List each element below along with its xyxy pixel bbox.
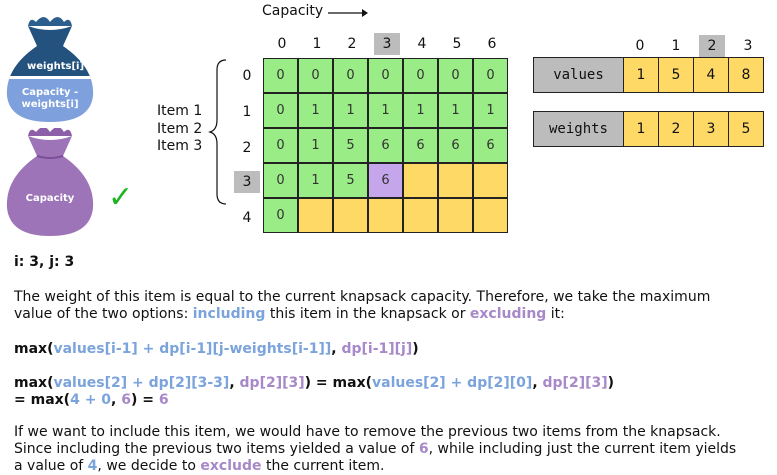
values-cell: 1 bbox=[623, 57, 659, 93]
dp-cell: 1 bbox=[473, 93, 508, 128]
col-header-4: 4 bbox=[417, 36, 427, 52]
col-header-1: 1 bbox=[312, 36, 322, 52]
paragraph-1-line-1: The weight of this item is equal to the … bbox=[14, 289, 711, 305]
weights-label: weights bbox=[533, 111, 624, 147]
values-cell: 4 bbox=[693, 57, 729, 93]
item-label-1: Item 1 bbox=[157, 103, 203, 119]
dp-cell: 0 bbox=[263, 163, 298, 198]
dp-cell: 1 bbox=[298, 93, 333, 128]
capacity-bag-illustration bbox=[6, 128, 94, 236]
dp-cell: 0 bbox=[263, 93, 298, 128]
dp-cell bbox=[438, 198, 473, 233]
dp-cell: 0 bbox=[403, 58, 438, 93]
dp-cell-current: 6 bbox=[368, 163, 403, 198]
dp-cell bbox=[298, 198, 333, 233]
weights-cell: 1 bbox=[623, 111, 659, 147]
dp-cell: 0 bbox=[438, 58, 473, 93]
dp-cell: 0 bbox=[263, 58, 298, 93]
dp-cell: 1 bbox=[298, 163, 333, 198]
dp-cell: 0 bbox=[333, 58, 368, 93]
dp-cell: 1 bbox=[438, 93, 473, 128]
col-header-3-highlighted: 3 bbox=[374, 33, 400, 55]
dp-cell bbox=[438, 163, 473, 198]
capacity-title: Capacity bbox=[262, 3, 324, 19]
paragraph-2-line-2: Since including the previous two items y… bbox=[14, 441, 737, 457]
dp-cell: 0 bbox=[263, 198, 298, 233]
capacity-arrow-icon bbox=[328, 9, 368, 17]
items-brace bbox=[208, 59, 227, 205]
col-header-6: 6 bbox=[487, 36, 497, 52]
dp-cell: 5 bbox=[333, 163, 368, 198]
formula-result: = max(4 + 0, 6) = 6 bbox=[14, 392, 169, 408]
dp-cell: 1 bbox=[333, 93, 368, 128]
values-label: values bbox=[533, 57, 624, 93]
formula-general: max(values[i-1] + dp[i-1][j-weights[i-1]… bbox=[14, 341, 419, 357]
values-cell: 5 bbox=[658, 57, 694, 93]
dp-cell: 6 bbox=[368, 128, 403, 163]
dp-cell: 5 bbox=[333, 128, 368, 163]
dp-cell bbox=[333, 198, 368, 233]
formula-substituted: max(values[2] + dp[2][3-3], dp[2][3]) = … bbox=[14, 375, 615, 391]
dp-cell: 6 bbox=[473, 128, 508, 163]
paragraph-1-line-2: value of the two options: including this… bbox=[14, 306, 565, 322]
ij-label: i: 3, j: 3 bbox=[14, 254, 75, 270]
row-header-3-highlighted: 3 bbox=[234, 171, 260, 193]
row-header-0: 0 bbox=[242, 68, 252, 84]
item-label-3: Item 3 bbox=[157, 138, 203, 154]
weights-cell: 5 bbox=[728, 111, 764, 147]
dp-cell: 1 bbox=[298, 128, 333, 163]
check-icon: ✓ bbox=[108, 180, 134, 215]
weights-cell: 3 bbox=[693, 111, 729, 147]
dp-cell: 0 bbox=[298, 58, 333, 93]
dp-cell: 0 bbox=[368, 58, 403, 93]
bag-label-weights-2: weights[i] bbox=[21, 99, 79, 110]
dp-cell: 0 bbox=[473, 58, 508, 93]
array-index-2-highlighted: 2 bbox=[699, 35, 725, 57]
split-bag-illustration bbox=[6, 17, 94, 122]
dp-cell bbox=[403, 163, 438, 198]
item-label-2: Item 2 bbox=[157, 121, 203, 137]
col-header-0: 0 bbox=[277, 36, 287, 52]
dp-cell bbox=[473, 198, 508, 233]
row-header-2: 2 bbox=[242, 140, 252, 156]
row-header-1: 1 bbox=[242, 104, 252, 120]
bag-label-capacity-minus: Capacity - bbox=[21, 87, 79, 98]
paragraph-2-line-1: If we want to include this item, we woul… bbox=[14, 424, 721, 440]
dp-cell: 6 bbox=[438, 128, 473, 163]
dp-cell: 1 bbox=[368, 93, 403, 128]
dp-cell: 0 bbox=[263, 128, 298, 163]
values-cell: 8 bbox=[728, 57, 764, 93]
dp-cell bbox=[473, 163, 508, 198]
col-header-5: 5 bbox=[452, 36, 462, 52]
row-header-4: 4 bbox=[242, 210, 252, 226]
array-index-0: 0 bbox=[635, 38, 645, 54]
col-header-2: 2 bbox=[347, 36, 357, 52]
bag-label-weights: weights[i] bbox=[27, 61, 85, 72]
dp-cell bbox=[403, 198, 438, 233]
dp-cell: 6 bbox=[403, 128, 438, 163]
paragraph-2-line-3: a value of 4, we decide to exclude the c… bbox=[14, 458, 385, 474]
dp-cell bbox=[368, 198, 403, 233]
array-index-1: 1 bbox=[671, 38, 681, 54]
weights-cell: 2 bbox=[658, 111, 694, 147]
array-index-3: 3 bbox=[743, 38, 753, 54]
dp-cell: 1 bbox=[403, 93, 438, 128]
bag-label-capacity: Capacity bbox=[25, 193, 75, 204]
